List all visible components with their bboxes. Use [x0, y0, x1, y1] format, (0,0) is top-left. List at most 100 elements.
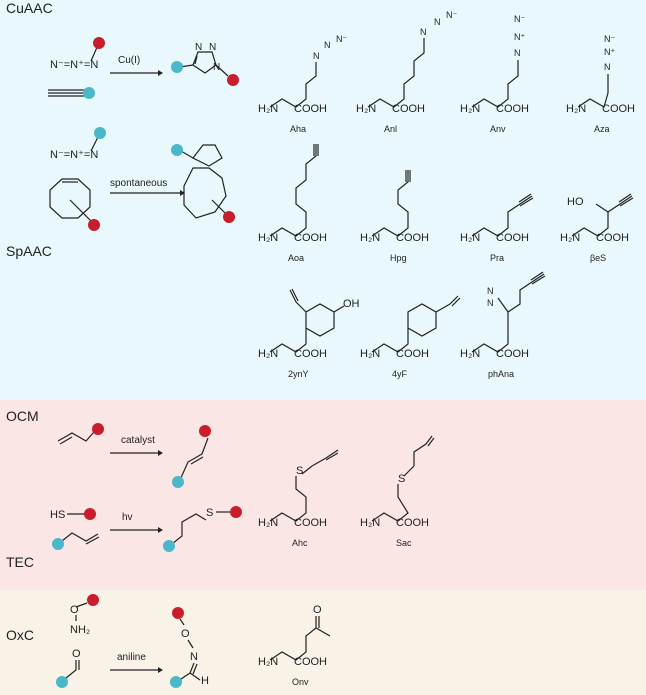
amino-acid-name-bes: βeS	[590, 253, 606, 263]
red-ball-icon	[223, 211, 235, 223]
cyan-ball-icon	[171, 144, 183, 156]
triazole-n: N	[213, 62, 220, 73]
amine-label: H₂N	[258, 656, 278, 668]
amine-label: H₂N	[566, 103, 586, 115]
red-ball-icon	[230, 506, 242, 518]
cyan-ball-icon	[56, 676, 68, 688]
carboxyl-label: COOH	[294, 348, 327, 360]
cyan-ball-icon	[172, 476, 184, 488]
atom-n: N	[420, 27, 427, 37]
red-ball-icon	[87, 594, 99, 606]
oxime-h: H	[201, 675, 209, 687]
amino-acid-name-ahc: Ahc	[292, 538, 308, 548]
amine-label: H₂N	[258, 517, 278, 529]
carboxyl-label: COOH	[602, 103, 635, 115]
carboxyl-label: COOH	[496, 348, 529, 360]
amino-acid-name-hpg: Hpg	[390, 253, 407, 263]
oxc-panel	[0, 590, 646, 695]
atom-n: N	[487, 298, 494, 308]
amino-acid-name-onv: Onv	[292, 677, 309, 687]
atom-n: N	[514, 48, 521, 58]
amino-acid-name-aza: Aza	[594, 124, 610, 134]
amine-label: H₂N	[460, 232, 480, 244]
red-ball-icon	[93, 37, 105, 49]
oxime-o: O	[181, 628, 190, 640]
aldehyde-o: O	[72, 648, 81, 660]
carboxyl-label: COOH	[396, 517, 429, 529]
amino-acid-name-pra: Pra	[490, 253, 504, 263]
red-ball-icon	[172, 607, 184, 619]
sulfur-atom: S	[206, 507, 213, 519]
section-title-spaac: SpAAC	[6, 243, 52, 259]
red-ball-icon	[199, 425, 211, 437]
oxime-n: N	[190, 651, 198, 663]
reagent-aniline: aniline	[117, 652, 146, 663]
carboxyl-label: COOH	[496, 103, 529, 115]
thiol-fragment: HS	[50, 509, 65, 521]
amino-acid-name-4yf: 4yF	[392, 369, 408, 379]
cyan-ball-icon	[170, 676, 182, 688]
oxyamine-o: O	[70, 604, 79, 616]
carboxyl-label: COOH	[294, 656, 327, 668]
amine-label: H₂N	[258, 232, 278, 244]
amino-acid-name-2yny: 2ynY	[288, 369, 309, 379]
sulfur-atom: S	[398, 473, 405, 485]
amine-label: H₂N	[356, 103, 376, 115]
amine-label: H₂N	[460, 103, 480, 115]
amino-acid-name-anv: Anv	[490, 124, 506, 134]
cuaac-reaction: N⁻=N⁺=N Cu(I) N N N	[48, 37, 239, 99]
atom-n: N	[324, 40, 331, 50]
atom-n: N	[487, 286, 494, 296]
ocm-tec-panel	[0, 400, 646, 590]
triazole-n: N	[209, 42, 216, 53]
oxc-reaction: O NH₂ O aniline O N H	[56, 594, 209, 688]
sulfur-atom: S	[296, 465, 303, 477]
carboxyl-label: COOH	[392, 103, 425, 115]
red-ball-icon	[227, 74, 239, 86]
carboxyl-label: COOH	[294, 232, 327, 244]
amine-label: H₂N	[360, 232, 380, 244]
azide-amino-acids: N N N⁻ N N N⁻ N N⁺ N⁻ N N⁺ N⁻	[269, 10, 615, 108]
atom-oh: OH	[343, 298, 360, 310]
carboxyl-label: COOH	[396, 348, 429, 360]
section-title-oxc: OxC	[6, 627, 34, 643]
amino-acid-name-aha: Aha	[290, 124, 306, 134]
cyan-ball-icon	[163, 540, 175, 552]
cyan-ball-icon	[83, 87, 95, 99]
spaac-reaction: N⁻=N⁺=N spontaneous	[49, 127, 235, 231]
amino-acid-name-sac: Sac	[396, 538, 412, 548]
red-ball-icon	[88, 219, 100, 231]
amino-acid-name-aoa: Aoa	[288, 253, 304, 263]
carboxyl-label: COOH	[294, 103, 327, 115]
amine-label: H₂N	[258, 103, 278, 115]
atom-n: N⁻	[604, 34, 615, 44]
tec-reaction: HS hv S	[50, 506, 242, 552]
atom-n: N⁺	[514, 32, 525, 42]
triazole-n: N	[195, 42, 202, 53]
thioether-amino-acids	[269, 435, 435, 522]
red-ball-icon	[94, 127, 106, 139]
reagent-spontaneous: spontaneous	[110, 178, 167, 189]
reagent-hv: hv	[122, 512, 133, 523]
atom-n: N⁺	[604, 47, 615, 57]
section-title-ocm: OCM	[6, 408, 39, 424]
red-ball-icon	[84, 508, 96, 520]
red-ball-icon	[92, 423, 104, 435]
azide-fragment: N⁻=N⁺=N	[50, 149, 98, 161]
reagent-catalyst: catalyst	[121, 435, 155, 446]
carboxyl-label: COOH	[396, 232, 429, 244]
click-chemistry-panel	[0, 0, 646, 400]
reagent-cu: Cu(I)	[118, 55, 140, 66]
amine-label: H₂N	[460, 348, 480, 360]
atom-n: N	[604, 62, 611, 72]
cyan-ball-icon	[52, 538, 64, 550]
amine-label: H₂N	[258, 348, 278, 360]
amino-acid-name-phana: phAna	[488, 369, 514, 379]
alkyne-amino-acids: HO	[269, 144, 634, 237]
cyan-ball-icon	[171, 61, 183, 73]
atom-n: N⁻	[446, 10, 457, 20]
amine-label: H₂N	[360, 348, 380, 360]
atom-n: N⁻	[514, 14, 525, 24]
